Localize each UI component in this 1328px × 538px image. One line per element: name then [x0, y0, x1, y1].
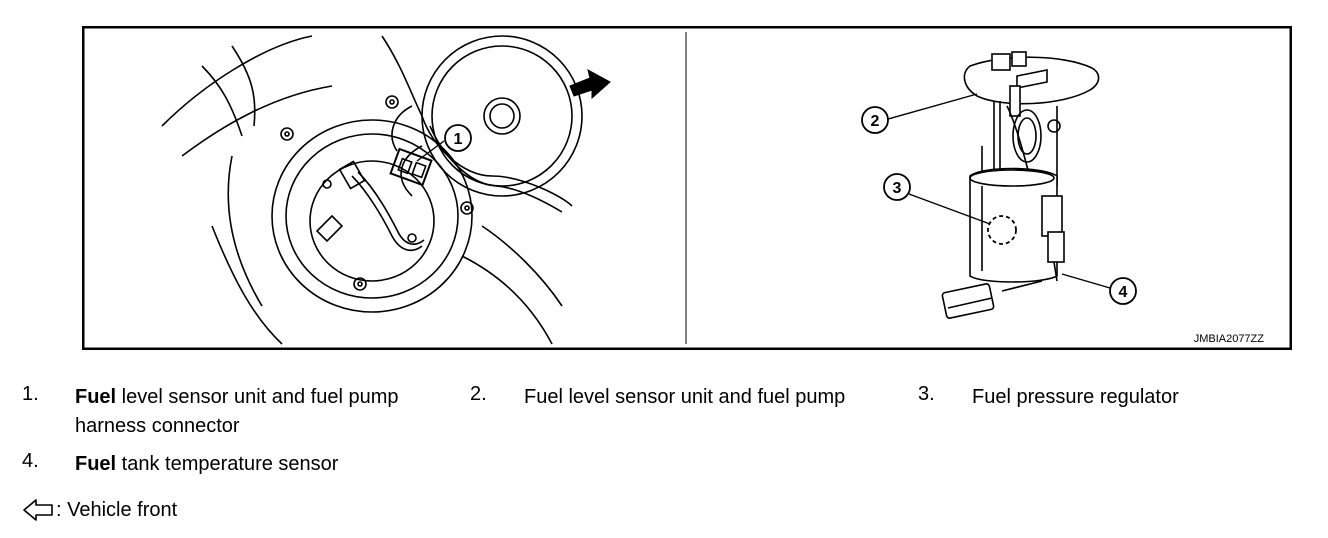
figure-frame [82, 26, 1292, 350]
legend-item-2: Fuel level sensor unit and fuel pump [524, 383, 845, 412]
legend-item-2-number: 2. [470, 383, 487, 405]
left-panel-drawing [161, 35, 583, 345]
legend-item-2-text: Fuel level sensor unit and fuel pump [524, 386, 846, 408]
legend-item-1-text: level sensor unit and fuel pump [116, 386, 399, 408]
legend-item-3-text: Fuel pressure regulator [972, 386, 1179, 408]
legend-item-1-text-line2: harness connector [75, 415, 240, 437]
legend-item-3: Fuel pressure regulator [972, 383, 1179, 412]
svg-text:1: 1 [454, 131, 463, 148]
callout-4: 4 [1061, 273, 1137, 305]
callout-2: 2 [861, 93, 978, 134]
legend-item-3-number: 3. [918, 383, 935, 405]
illustration: 1 [82, 26, 1292, 350]
legend-item-4-bold: Fuel [75, 453, 117, 475]
callout-1: 1 [416, 124, 472, 162]
vehicle-front-label: : Vehicle front [56, 498, 178, 521]
svg-text:3: 3 [893, 180, 902, 197]
arrow-left-icon [23, 499, 53, 521]
figure-code: JMBIA2077ZZ [1194, 333, 1265, 345]
legend-item-4: Fuel tank temperature sensor [75, 450, 338, 479]
svg-text:4: 4 [1119, 284, 1128, 301]
svg-text:2: 2 [871, 113, 880, 130]
legend-item-4-text: tank temperature sensor [116, 453, 339, 475]
legend-item-4-number: 4. [22, 450, 39, 472]
callout-3: 3 [883, 173, 991, 225]
legend-item-1-bold: Fuel [75, 386, 117, 408]
front-arrow-icon [569, 69, 611, 100]
legend-item-1-number: 1. [22, 383, 39, 405]
vehicle-front-note: : Vehicle front [22, 496, 177, 524]
legend-item-1: Fuel level sensor unit and fuel pump harn… [75, 383, 465, 441]
right-panel-drawing [941, 51, 1100, 319]
